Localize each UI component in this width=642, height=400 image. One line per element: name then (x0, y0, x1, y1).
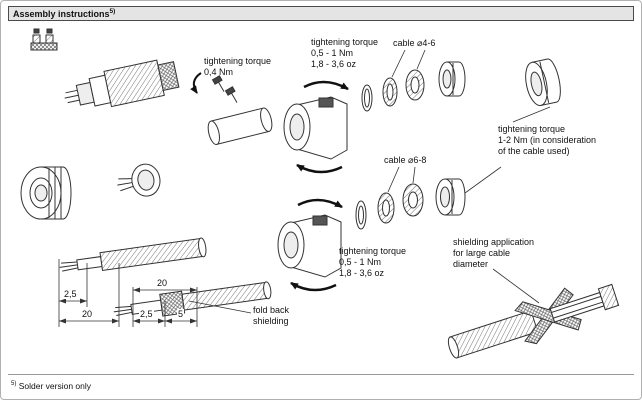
footnote: 5) Solder version only (11, 381, 91, 391)
screws-part (211, 75, 238, 103)
large-cable-shielding-part (447, 283, 620, 359)
cable-stripped-part (59, 237, 207, 272)
page-title: Assembly instructions (13, 9, 110, 19)
dim-cable2-tip: 2,5 (139, 309, 154, 319)
footnote-ref-header: 5) (109, 8, 116, 15)
leader-lines (188, 49, 551, 314)
connector-body-part (64, 59, 180, 108)
housing-shell-lower-part (277, 198, 343, 292)
sleeve-part (207, 107, 273, 145)
contact-insert-part (117, 163, 161, 197)
dimension-lines (58, 259, 198, 327)
dim-cable2-strip: 20 (156, 278, 169, 288)
torque-note-04: tightening torque 0,4 Nm (204, 56, 272, 77)
cable-clamp-part (30, 28, 58, 51)
torque-note-right: tightening torque 1-2 Nm (in considerati… (498, 124, 597, 156)
cable-diameter-4-6-label: cable ⌀4-6 (393, 38, 436, 48)
rotation-arrow-lower-bottom (290, 281, 337, 292)
pressure-screw-right-part (525, 58, 561, 107)
dim-cable1-strip: 20 (81, 309, 94, 319)
rotation-arrow-lower-top (297, 198, 343, 209)
fold-back-shielding-label: fold back shielding (253, 305, 290, 326)
rotation-arrow-upper-top (303, 80, 349, 91)
torque-arrow-small (190, 72, 202, 94)
coupling-nut-part (20, 166, 72, 220)
torque-note-upper: tightening torque 0,5 - 1 Nm 1,8 - 3,6 o… (311, 37, 379, 69)
cable-shield-part (113, 281, 272, 317)
torque-note-lower: tightening torque 0,5 - 1 Nm 1,8 - 3,6 o… (339, 246, 407, 278)
seal-rings-lower (355, 183, 424, 230)
pressure-screw-lower-part (435, 178, 466, 216)
dim-cable1-tip: 2,5 (63, 289, 78, 299)
dim-cable2-shield: 5 (177, 309, 185, 319)
rotation-arrow-upper-bottom (296, 163, 343, 174)
seal-rings-upper (361, 69, 425, 112)
pressure-screw-upper-part (438, 61, 466, 97)
footnote-text: Solder version only (18, 381, 92, 391)
shielding-application-label: shielding application for large cable di… (453, 237, 535, 269)
footnote-ref: 5) (11, 381, 17, 388)
cable-diameter-6-8-label: cable ⌀6-8 (384, 155, 427, 165)
header-bar: Assembly instructions5) (8, 6, 634, 21)
housing-shell-upper-part (283, 80, 349, 174)
footnote-separator (8, 374, 634, 375)
